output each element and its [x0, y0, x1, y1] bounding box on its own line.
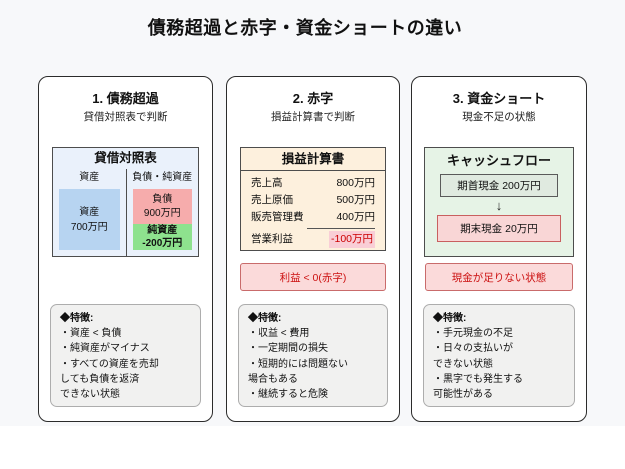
features-box-cash-shortage: ◆特徴: ・手元現金の不足 ・日々の支払いが できない状態 ・黒字でも発生する …: [423, 304, 575, 407]
total-divider-line: [306, 228, 375, 229]
equity-block: 純資産 -200万円: [132, 224, 192, 250]
cash-shortage-callout: 現金が足りない状態: [425, 263, 573, 291]
row-value: 500万円: [336, 194, 375, 206]
panel-deficit: 2. 赤字 損益計算書で判断 損益計算書 売上高 800万円 売上原価 500万…: [226, 76, 400, 422]
row-value: 800万円: [336, 177, 375, 189]
result-label: 営業利益: [251, 233, 293, 245]
cash-flow-title: キャッシュフロー: [446, 153, 551, 168]
feature-line: ・純資産がマイナス: [60, 343, 150, 355]
feature-line: ・日々の支払いが: [433, 343, 513, 355]
row-label: 売上原価: [251, 194, 293, 206]
panel-cash-shortage-subtitle: 現金不足の状態: [462, 111, 536, 123]
balance-sheet-title: 貸借対照表: [94, 151, 157, 165]
feature-line: 場合もある: [248, 373, 298, 385]
features-title: ◆特徴:: [60, 313, 94, 324]
panel-cash-shortage: 3. 資金ショート 現金不足の状態 キャッシュフロー 期首現金 200万円 ↓ …: [411, 76, 587, 422]
income-row-cogs: 売上原価 500万円: [251, 192, 375, 209]
feature-line: ・一定期間の損失: [248, 343, 328, 355]
feature-line: できない状態: [433, 358, 493, 370]
income-statement-rows: 売上高 800万円 売上原価 500万円 販売管理費 400万円 営業利益 -1…: [241, 171, 385, 248]
asset-value: 700万円: [70, 221, 108, 233]
feature-line: ・手元現金の不足: [433, 328, 513, 340]
opening-cash-block: 期首現金 200万円: [440, 174, 558, 197]
panel-insolvency-title: 1. 債務超過: [92, 91, 159, 106]
row-value: 400万円: [336, 211, 375, 223]
panel-deficit-title: 2. 赤字: [292, 91, 334, 106]
liability-value: 900万円: [143, 207, 181, 219]
asset-label: 資産: [79, 206, 100, 218]
panel-deficit-subtitle: 損益計算書で判断: [271, 111, 355, 123]
closing-cash-block: 期末現金 20万円: [437, 215, 561, 242]
liability-label: 負債: [152, 193, 173, 205]
down-arrow-icon: ↓: [495, 198, 503, 213]
feature-line: ・黒字でも発生する: [433, 373, 523, 385]
feature-line: しても負債を返済: [60, 373, 140, 385]
feature-line: できない状態: [60, 389, 120, 401]
income-row-operating-profit: 営業利益 -100万円: [251, 231, 375, 248]
panel-insolvency: 1. 債務超過 貸借対照表で判断 貸借対照表 資産 資産 700万円 負債・純資…: [38, 76, 213, 422]
feature-line: ・収益 < 費用: [248, 328, 310, 340]
features-title: ◆特徴:: [433, 313, 467, 324]
balance-sheet-assets-column: 資産 資産 700万円: [53, 169, 126, 256]
feature-line: ・継続すると危険: [248, 389, 328, 401]
feature-line: ・資産 < 負債: [60, 328, 122, 340]
row-label: 販売管理費: [251, 211, 304, 223]
row-label: 売上高: [251, 177, 283, 189]
liability-block: 負債 900万円: [132, 189, 192, 224]
page-title: 債務超過と赤字・資金ショートの違い: [147, 18, 463, 38]
feature-line: ・短期的には問題ない: [248, 358, 348, 370]
equity-value: -200万円: [142, 238, 183, 249]
features-box-insolvency: ◆特徴: ・資産 < 負債 ・純資産がマイナス ・すべての資産を売却 しても負債…: [50, 304, 201, 407]
income-row-sales: 売上高 800万円: [251, 175, 375, 192]
panel-insolvency-subtitle: 貸借対照表で判断: [83, 111, 168, 123]
balance-sheet-box: 貸借対照表 資産 資産 700万円 負債・純資産 負債 900万円: [52, 147, 199, 257]
feature-line: 可能性がある: [433, 389, 493, 401]
equity-label: 純資産: [147, 225, 178, 236]
asset-block: 資産 700万円: [59, 189, 120, 250]
income-row-sga: 販売管理費 400万円: [251, 209, 375, 226]
assets-column-header: 資産: [79, 172, 100, 183]
income-statement-title: 損益計算書: [241, 148, 385, 171]
deficit-callout: 利益 < 0(赤字): [240, 263, 386, 291]
balance-sheet-liabilities-column: 負債・純資産 負債 900万円 純資産 -200万円: [125, 169, 199, 256]
income-statement-box: 損益計算書 売上高 800万円 売上原価 500万円 販売管理費 400万円 営…: [240, 147, 386, 251]
features-title: ◆特徴:: [248, 313, 282, 324]
cash-flow-box: キャッシュフロー 期首現金 200万円 ↓ 期末現金 20万円: [424, 147, 574, 257]
balance-sheet-columns: 資産 資産 700万円 負債・純資産 負債 900万円 純資産 -200万円: [53, 169, 198, 256]
panel-cash-shortage-title: 3. 資金ショート: [452, 91, 546, 106]
feature-line: ・すべての資産を売却: [60, 358, 159, 370]
liabilities-column-header: 負債・純資産: [132, 172, 193, 183]
result-value-highlight: -100万円: [328, 231, 375, 248]
features-box-deficit: ◆特徴: ・収益 < 費用 ・一定期間の損失 ・短期的には問題ない 場合もある …: [238, 304, 388, 407]
